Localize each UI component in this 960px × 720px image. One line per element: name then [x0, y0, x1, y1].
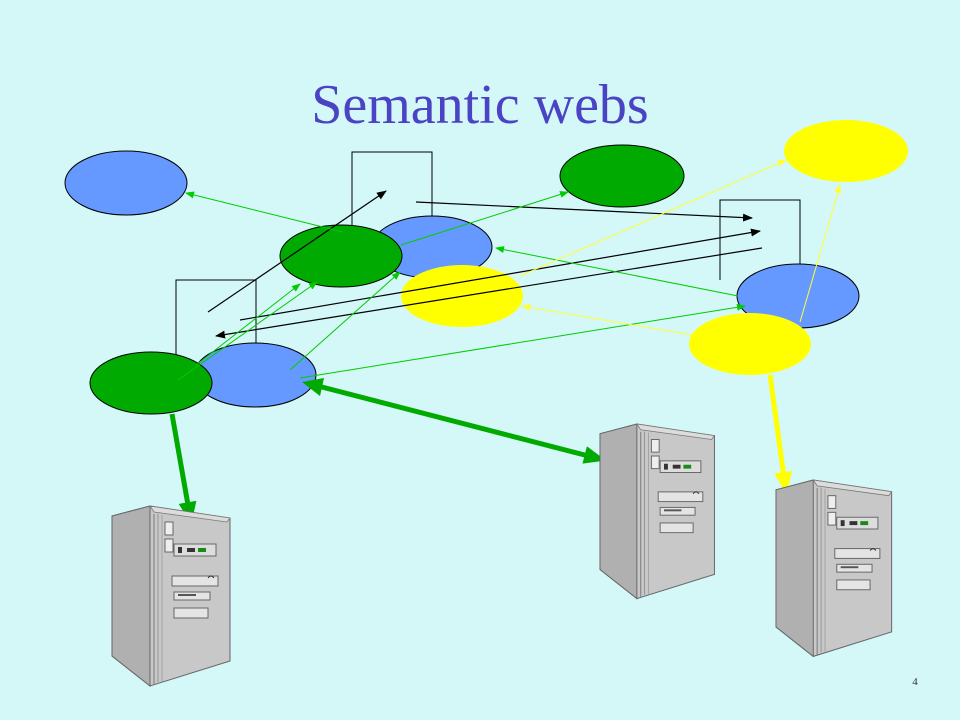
page-number: 4: [912, 676, 918, 688]
link-green-7: [299, 303, 746, 379]
frame-left: [175, 279, 257, 360]
link-yellow-1: [519, 159, 787, 277]
server-computer-icon: [599, 423, 715, 600]
slide-title: Semantic webs: [311, 74, 649, 136]
link-green-5: [195, 283, 301, 366]
node-green-top: [559, 144, 685, 208]
link-yellow-3: [521, 303, 693, 336]
link-yellow-2: [799, 184, 842, 323]
link-black-4: [215, 247, 763, 339]
link-green-6: [289, 271, 401, 371]
link-thick-green-start-arrow: [302, 378, 324, 396]
link-green-3: [495, 246, 739, 297]
node-yellow-top-right: [784, 120, 908, 182]
server-computer-icon: [111, 505, 231, 687]
server-computer-icon: [775, 479, 893, 657]
link-black-1: [207, 190, 387, 313]
link-green-4: [177, 281, 318, 381]
link-black-2: [415, 201, 753, 222]
link-green-2: [400, 191, 569, 246]
link-black-3: [239, 228, 761, 321]
frame-right: [719, 199, 801, 290]
node-yellow-right: [689, 313, 811, 375]
link-thick-yellow-right-server: [767, 374, 793, 494]
frame-top: [351, 151, 433, 272]
link-thick-green-middle-server: [317, 383, 606, 464]
link-thick-green-left-server: [169, 413, 197, 524]
link-green-1: [185, 191, 344, 233]
node-green-center: [279, 224, 403, 288]
node-blue-top-left: [64, 150, 188, 216]
node-green-bottom-left: [89, 351, 213, 415]
